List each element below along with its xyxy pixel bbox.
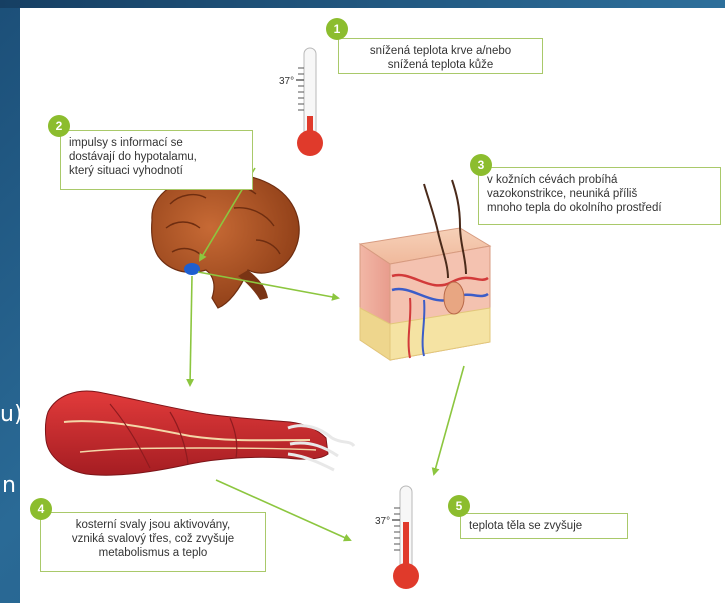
- callout-step-4-line-2: vzniká svalový třes, což zvyšuje: [49, 532, 257, 546]
- thermometer-top-label: 37°: [279, 76, 294, 87]
- callout-step-3-line-3: mnoho tepla do okolního prostředí: [487, 201, 712, 215]
- callout-step-4-line-3: metabolismus a teplo: [49, 546, 257, 560]
- callout-step-5-line-1: teplota těla se zvyšuje: [469, 519, 619, 533]
- slide-top-band: [0, 0, 725, 8]
- brain-illustration: [152, 174, 300, 308]
- callout-step-3: v kožních cévách probíhá vazokonstrikce,…: [478, 167, 721, 225]
- callout-step-2-line-1: impulsy s informací se: [69, 136, 244, 150]
- callout-step-1: snížená teplota krve a/nebo snížená tepl…: [338, 38, 543, 74]
- hypothalamus-marker: [184, 263, 200, 275]
- background-text-fragment-2: n: [2, 473, 16, 498]
- callout-step-4-line-1: kosterní svaly jsou aktivovány,: [49, 518, 257, 532]
- thermometer-bottom-icon: [392, 486, 419, 589]
- step-4-badge: 4: [30, 498, 52, 520]
- callout-step-2-line-3: který situaci vyhodnotí: [69, 164, 244, 178]
- step-1-badge: 1: [326, 18, 348, 40]
- thermometer-top-icon: [296, 48, 323, 156]
- callout-step-3-line-1: v kožních cévách probíhá: [487, 173, 712, 187]
- arrow-skin-to-result: [434, 366, 464, 474]
- step-3-badge: 3: [470, 154, 492, 176]
- callout-step-3-line-2: vazokonstrikce, neuniká příliš: [487, 187, 712, 201]
- step-2-badge: 2: [48, 115, 70, 137]
- callout-step-2: impulsy s informací se dostávají do hypo…: [60, 130, 253, 190]
- arm-muscles-illustration: [45, 391, 354, 475]
- thermoregulation-diagram: 37° 37°: [20, 8, 725, 603]
- callout-step-2-line-2: dostávají do hypotalamu,: [69, 150, 244, 164]
- arrow-hypothalamus-to-muscles: [190, 276, 192, 385]
- skin-cross-section-illustration: [360, 180, 490, 360]
- step-5-badge: 5: [448, 495, 470, 517]
- callout-step-1-line-1: snížená teplota krve a/nebo: [347, 44, 534, 58]
- callout-step-5: teplota těla se zvyšuje: [460, 513, 628, 539]
- callout-step-1-line-2: snížená teplota kůže: [347, 58, 534, 72]
- thermometer-bottom-label: 37°: [375, 516, 390, 527]
- callout-step-4: kosterní svaly jsou aktivovány, vzniká s…: [40, 512, 266, 572]
